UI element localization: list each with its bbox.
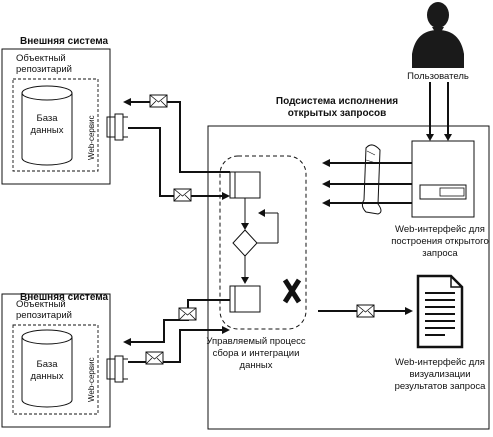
arrow-user-2 bbox=[444, 134, 452, 141]
object-repository-bottom-label-2: репозитарий bbox=[16, 310, 72, 321]
process-label-2: сбора и интеграции bbox=[213, 348, 300, 359]
query-builder-window-icon bbox=[411, 140, 475, 218]
arrow-builder-3 bbox=[322, 199, 330, 207]
top-response-line bbox=[128, 127, 223, 197]
bottom-request-line bbox=[131, 299, 230, 343]
object-repository-top-label-1: Объектный bbox=[16, 53, 66, 64]
process-label-3: данных bbox=[240, 360, 273, 371]
results-document-icon bbox=[416, 274, 464, 349]
envelope-icon bbox=[178, 307, 197, 321]
stop-icon bbox=[282, 278, 302, 304]
arrow-builder-1 bbox=[322, 159, 330, 167]
arrowheads bbox=[123, 98, 452, 346]
arrow-top-response bbox=[222, 192, 230, 200]
object-repository-bottom-frame bbox=[12, 324, 99, 415]
process-label-1: Управляемый процесс bbox=[206, 336, 306, 347]
external-system-top-title: Внешняя система bbox=[20, 36, 109, 47]
query-builder-label-2: построения открытого bbox=[391, 236, 488, 247]
results-label-1: Web-интерфейс для bbox=[395, 357, 485, 368]
query-builder-label-1: Web-интерфейс для bbox=[395, 224, 485, 235]
webservice-bottom-port-icon bbox=[106, 355, 128, 383]
user-label: Пользователь bbox=[407, 71, 469, 82]
object-repository-bottom-label-1: Объектный bbox=[16, 299, 66, 310]
database-top-label-2: данных bbox=[31, 125, 64, 136]
arrow-results bbox=[405, 307, 413, 315]
subsystem-frame bbox=[207, 125, 490, 430]
user-icon bbox=[412, 2, 464, 68]
database-bottom-label-1: База bbox=[36, 359, 58, 370]
external-system-top: Внешняя система Объектный репозитарий Ба… bbox=[1, 36, 128, 185]
arrow-top-request bbox=[123, 98, 131, 106]
webservice-top-port-icon bbox=[106, 113, 128, 141]
arrow-bottom-response bbox=[222, 326, 230, 334]
results-label-2: визуализации bbox=[409, 369, 470, 380]
webservice-bottom-label: Web-сервис bbox=[87, 357, 96, 402]
arrow-user-1 bbox=[426, 134, 434, 141]
process-step-1-icon bbox=[229, 171, 261, 199]
results-label-3: результатов запроса bbox=[395, 381, 487, 392]
arrow-builder-2 bbox=[322, 180, 330, 188]
external-system-bottom: Внешняя система Объектный репозитарий Ба… bbox=[1, 292, 128, 428]
webservice-top-label: Web-сервис bbox=[87, 115, 96, 160]
connector-lines bbox=[128, 82, 449, 363]
query-builder-label-3: запроса bbox=[422, 248, 458, 259]
database-bottom-icon bbox=[21, 329, 73, 408]
process-frame bbox=[219, 155, 307, 330]
process-block: Управляемый процесс сбора и интеграции д… bbox=[206, 155, 307, 371]
process-step-2-icon bbox=[229, 285, 261, 313]
arrow-bottom-request bbox=[123, 338, 131, 346]
database-top-label-1: База bbox=[36, 113, 58, 124]
top-request-line bbox=[131, 101, 230, 173]
subsystem-title-line-1: Подсистема исполнения bbox=[276, 96, 398, 107]
database-bottom-label-2: данных bbox=[31, 371, 64, 382]
envelope-icon bbox=[173, 188, 192, 202]
decision-icon bbox=[232, 229, 258, 257]
object-repository-top-label-2: репозитарий bbox=[16, 64, 72, 75]
envelope-icon bbox=[145, 351, 164, 365]
database-top-icon bbox=[21, 85, 73, 166]
external-system-bottom-frame bbox=[1, 293, 111, 428]
envelope-icon bbox=[149, 94, 168, 108]
envelope-icon bbox=[356, 304, 375, 318]
object-repository-top-frame bbox=[12, 78, 99, 172]
external-system-bottom-title: Внешняя система bbox=[20, 292, 109, 303]
subsystem-title-line-2: открытых запросов bbox=[288, 108, 387, 119]
